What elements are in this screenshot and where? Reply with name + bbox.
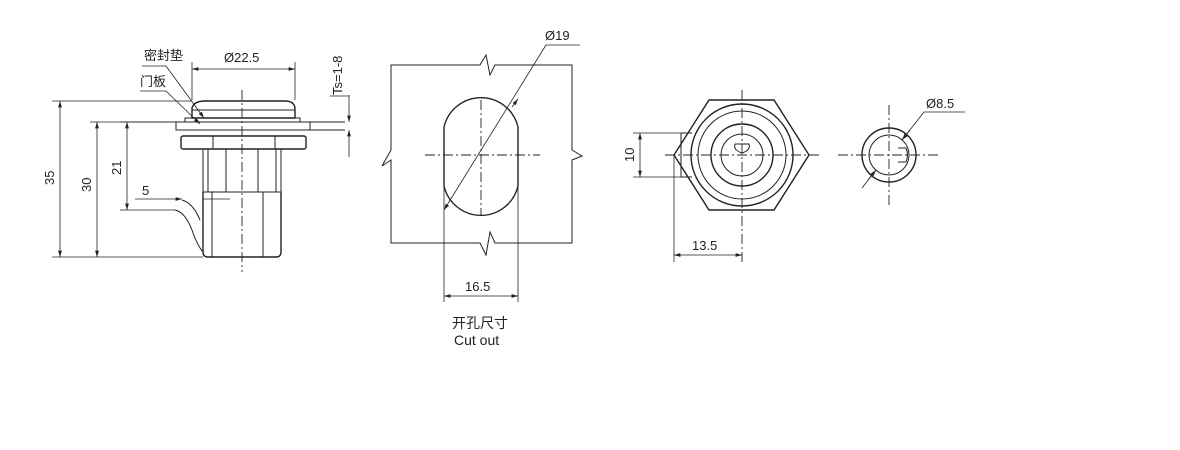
cutout-view: Ø19 16.5 开孔尺寸 Cut out [381,28,584,348]
cutout-caption-en: Cut out [454,332,499,348]
dim-30: 30 [79,178,94,192]
panel-outline [381,53,584,257]
key-view: Ø8.5 [838,96,965,207]
dim-ts: Ts=1-8 [330,56,345,95]
panel-label: 门板 [140,74,166,89]
seal-label: 密封垫 [144,48,183,63]
cutout-caption-cn: 开孔尺寸 [452,315,508,331]
dim-5: 5 [142,183,149,198]
dim-10: 10 [622,148,637,162]
lock-cap [191,100,296,119]
front-view: 10 13.5 [622,90,820,262]
hex-nut [180,135,307,150]
dim-diameter-19: Ø19 [545,28,570,43]
cam-arm [174,209,204,253]
dim-diameter-22-5: Ø22.5 [224,50,259,65]
dim-21: 21 [109,161,124,175]
side-view: 密封垫 门板 Ø22.5 Ts=1-8 35 30 21 5 [42,48,351,272]
dim-35: 35 [42,171,57,185]
dim-diameter-8-5: Ø8.5 [926,96,954,111]
dim-13-5: 13.5 [692,238,717,253]
dim-16-5: 16.5 [465,279,490,294]
key-notch [898,147,908,163]
door-panel [175,121,311,131]
